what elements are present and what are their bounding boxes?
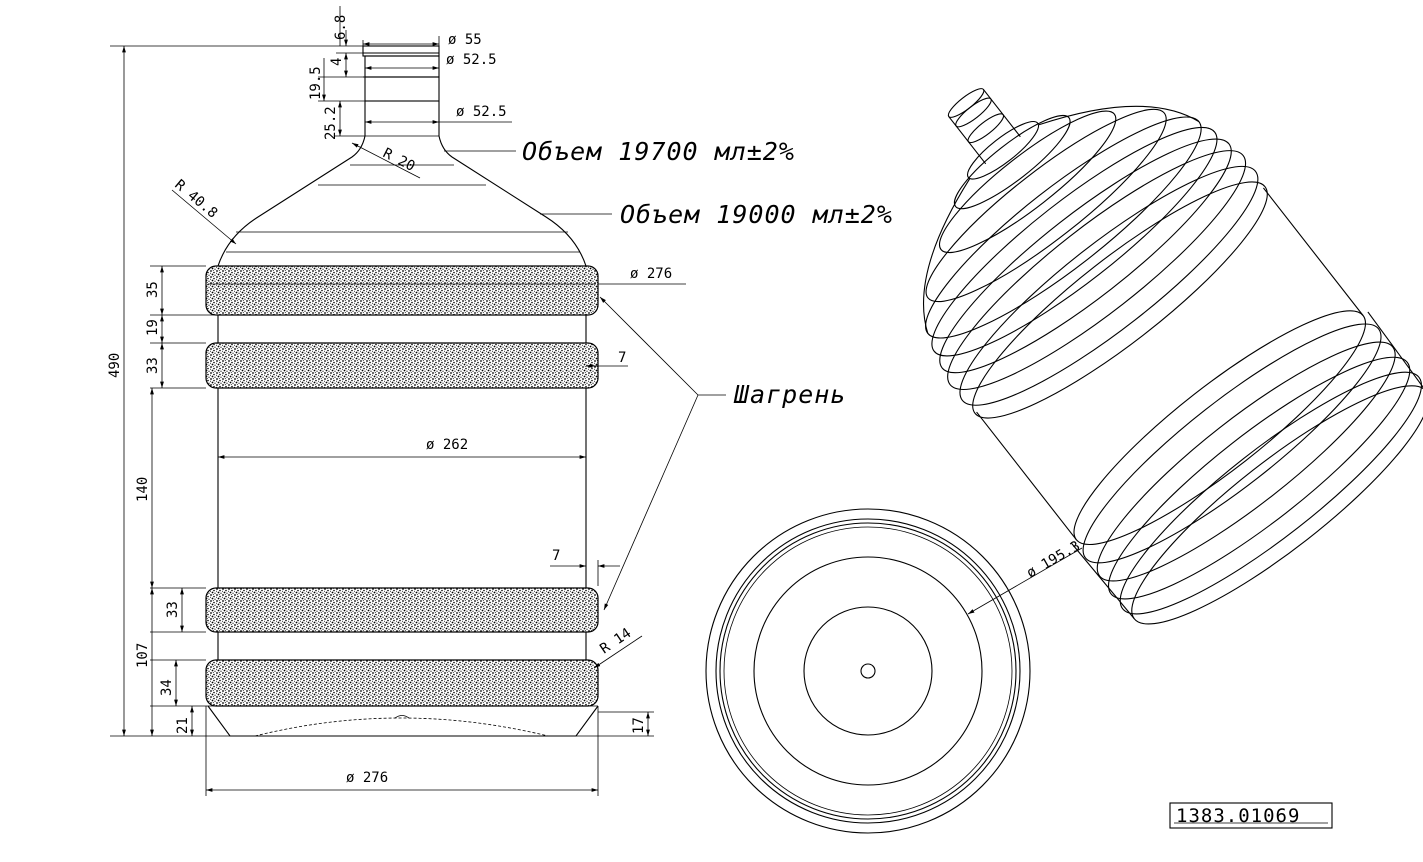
dim-height-4: 4: [329, 58, 345, 66]
note-shagreen: Шагрень: [733, 380, 846, 409]
note-volume-19000: Объем 19000 мл±2%: [620, 200, 893, 229]
dim-height-33-lower: 33: [165, 601, 181, 618]
ring-1: [205, 265, 599, 316]
dim-diameter-262: ø 262: [426, 437, 468, 453]
bottle-body: [217, 315, 587, 660]
dim-diameter-52-5-neck: ø 52.5: [456, 104, 507, 120]
dim-diameter-195-3: ø 195.3: [1024, 538, 1083, 581]
dim-height-21: 21: [175, 717, 191, 734]
shagreen-rings: [205, 265, 599, 707]
note-volume-19700: Объем 19700 мл±2%: [522, 137, 795, 166]
dim-radius-40-8: R 40.8: [171, 177, 220, 222]
ring-3: [205, 587, 599, 633]
dim-height-35: 35: [145, 281, 161, 298]
dim-height-490: 490: [107, 353, 123, 378]
dim-height-19: 19: [145, 319, 161, 336]
dim-diameter-276-top: ø 276: [630, 266, 672, 282]
dim-height-19-5: 19.5: [308, 66, 324, 100]
dim-height-17: 17: [631, 717, 647, 734]
bottle-shoulder: [217, 135, 587, 267]
dim-diameter-52-5-top: ø 52.5: [446, 52, 497, 68]
notes: Объем 19700 мл±2% Объем 19000 мл±2% Шагр…: [522, 137, 893, 409]
dim-height-33-upper: 33: [145, 357, 161, 374]
ring-2: [205, 342, 599, 389]
bottle-neck: [362, 45, 440, 137]
dim-height-140: 140: [135, 477, 151, 502]
dim-diameter-55: ø 55: [448, 32, 482, 48]
bottle-front-view: [205, 45, 599, 737]
dim-height-107: 107: [135, 643, 151, 668]
dim-radius-20: R 20: [380, 145, 417, 175]
dim-width-7-lower: 7: [552, 548, 560, 564]
dim-height-34: 34: [159, 679, 175, 696]
dim-diameter-276-bottom: ø 276: [346, 770, 388, 786]
dim-height-6-8: 6.8: [333, 15, 349, 40]
dim-width-7-upper: 7: [618, 350, 626, 366]
dim-height-25-2: 25.2: [323, 106, 339, 140]
bottle-isometric-view: [923, 88, 1423, 625]
bottle-bottom-view: [705, 508, 1083, 834]
bottle-base: [206, 705, 599, 737]
drawing-number-box: 1383.01069: [1169, 802, 1333, 829]
ring-4: [205, 659, 599, 707]
drawing-number: 1383.01069: [1176, 805, 1300, 827]
dimension-lines: [110, 6, 726, 796]
dim-radius-14: R 14: [597, 625, 634, 657]
